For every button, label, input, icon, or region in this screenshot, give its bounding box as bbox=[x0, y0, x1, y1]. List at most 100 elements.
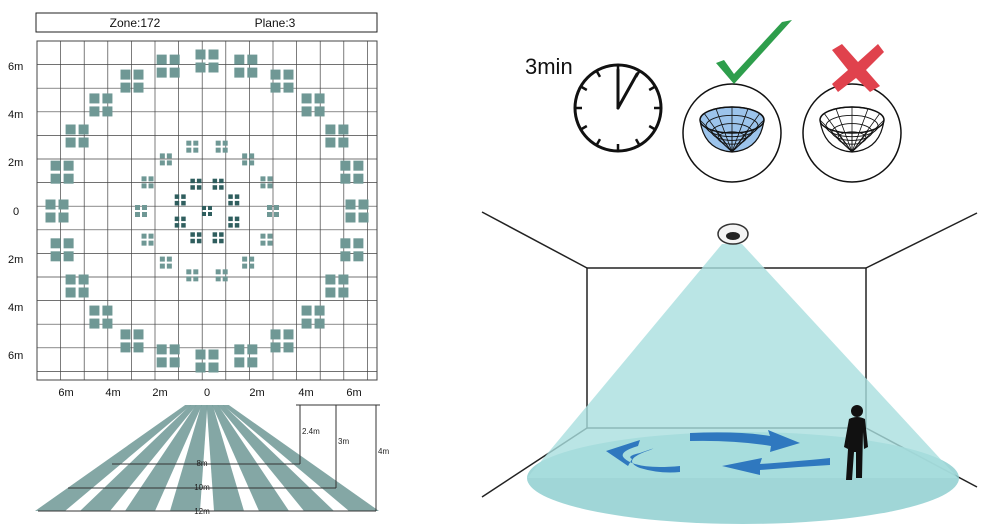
zone-cluster bbox=[242, 153, 255, 166]
timer-label: 3min bbox=[525, 54, 573, 79]
top-view-panel: Zone:172 Plane:3 6m 4m 2m 0 2m 4m 6m 6m … bbox=[8, 12, 378, 399]
zone-cluster bbox=[301, 305, 325, 329]
x-label: 2m bbox=[152, 387, 167, 399]
y-label: 6m bbox=[8, 61, 23, 73]
zone-cluster bbox=[156, 54, 180, 78]
zone-cluster bbox=[270, 329, 294, 353]
zone-cluster bbox=[89, 93, 113, 117]
x-label: 6m bbox=[58, 387, 73, 399]
y-axis-labels: 6m 4m 2m 0 2m 4m 6m bbox=[8, 61, 23, 362]
y-label: 4m bbox=[8, 109, 23, 121]
zone-cluster bbox=[260, 233, 273, 246]
zone-cluster bbox=[345, 199, 369, 223]
timer-panel: 3min bbox=[525, 20, 902, 183]
zone-cluster bbox=[50, 238, 74, 262]
zone-cluster bbox=[234, 344, 258, 368]
lens-active-icon bbox=[699, 106, 765, 153]
clock-tick bbox=[595, 71, 602, 78]
zone-cluster bbox=[50, 160, 74, 184]
zone-cluster bbox=[301, 93, 325, 117]
zone-cluster bbox=[65, 274, 89, 298]
zone-cluster bbox=[325, 274, 349, 298]
zone-cluster bbox=[260, 176, 273, 189]
zone-cluster bbox=[270, 69, 294, 93]
x-label: 4m bbox=[298, 387, 313, 399]
clock-tick bbox=[634, 138, 641, 145]
y-label: 0 bbox=[13, 206, 19, 218]
ceiling-sensor-icon bbox=[717, 223, 749, 245]
zone-cluster bbox=[65, 124, 89, 148]
x-axis-labels: 6m 4m 2m 0 2m 4m 6m bbox=[58, 387, 361, 399]
x-label: 4m bbox=[105, 387, 120, 399]
zone-cluster bbox=[89, 305, 113, 329]
zone-cluster bbox=[174, 216, 186, 228]
side-beam bbox=[125, 405, 202, 511]
zone-cluster bbox=[234, 54, 258, 78]
y-label: 6m bbox=[8, 350, 23, 362]
zone-cluster bbox=[195, 49, 219, 73]
side-view-beams bbox=[35, 405, 379, 511]
zone-cluster bbox=[45, 199, 69, 223]
plane-count: Plane:3 bbox=[255, 16, 296, 30]
clock-tick bbox=[648, 124, 655, 131]
height-label: 4m bbox=[378, 447, 389, 456]
clock-tick bbox=[581, 85, 588, 92]
zone-cluster bbox=[156, 344, 180, 368]
arrow-right-icon bbox=[690, 430, 800, 452]
zone-cluster bbox=[120, 329, 144, 353]
clock-tick bbox=[581, 124, 588, 131]
zone-cluster bbox=[141, 176, 154, 189]
y-label: 4m bbox=[8, 302, 23, 314]
zone-cluster bbox=[242, 256, 255, 269]
zone-cluster bbox=[202, 206, 212, 216]
arrow-curve-icon bbox=[606, 440, 680, 473]
zone-cluster bbox=[228, 194, 240, 206]
side-beam bbox=[80, 405, 197, 511]
range-label: 8m bbox=[196, 459, 207, 468]
zone-cluster bbox=[215, 269, 228, 282]
zone-cluster bbox=[325, 124, 349, 148]
zone-cluster bbox=[212, 232, 224, 244]
x-label: 0 bbox=[204, 387, 210, 399]
zone-cluster bbox=[135, 205, 147, 217]
range-label: 10m bbox=[194, 483, 210, 492]
zone-cluster bbox=[195, 349, 219, 373]
grid-border bbox=[36, 40, 378, 381]
zone-cluster bbox=[186, 269, 199, 282]
clock-tick bbox=[648, 85, 655, 92]
side-beam bbox=[35, 405, 192, 511]
zone-cluster bbox=[174, 194, 186, 206]
zone-cluster bbox=[340, 238, 364, 262]
side-beam bbox=[222, 405, 379, 511]
arrow-left-icon bbox=[722, 458, 830, 475]
zone-cluster bbox=[267, 205, 279, 217]
zone-cluster bbox=[186, 140, 199, 153]
y-label: 2m bbox=[8, 157, 23, 169]
x-label: 6m bbox=[346, 387, 361, 399]
zone-cluster bbox=[212, 178, 224, 190]
height-label: 2.4m bbox=[302, 427, 320, 436]
y-label: 2m bbox=[8, 254, 23, 266]
zone-cluster bbox=[141, 233, 154, 246]
room-illustration bbox=[481, 211, 978, 524]
clock-tick bbox=[595, 138, 602, 145]
detection-zones bbox=[45, 49, 369, 373]
zone-cluster bbox=[340, 160, 364, 184]
lens-inactive-icon bbox=[819, 106, 885, 153]
zone-cluster bbox=[159, 153, 172, 166]
cross-icon bbox=[832, 44, 884, 92]
clock-icon bbox=[573, 63, 663, 153]
zone-cluster bbox=[228, 216, 240, 228]
side-beam bbox=[212, 405, 289, 511]
sensor-active-icon bbox=[682, 83, 782, 183]
sensor-inactive-icon bbox=[802, 83, 902, 183]
zone-count: Zone:172 bbox=[110, 16, 161, 30]
zone-cluster bbox=[215, 140, 228, 153]
side-view-panel: 8m 10m 12m 2.4m 3m 4m bbox=[35, 404, 389, 516]
height-label: 3m bbox=[338, 437, 349, 446]
zone-cluster bbox=[190, 178, 202, 190]
zone-cluster bbox=[159, 256, 172, 269]
motion-arrows bbox=[606, 430, 830, 475]
detection-cone bbox=[527, 244, 958, 478]
